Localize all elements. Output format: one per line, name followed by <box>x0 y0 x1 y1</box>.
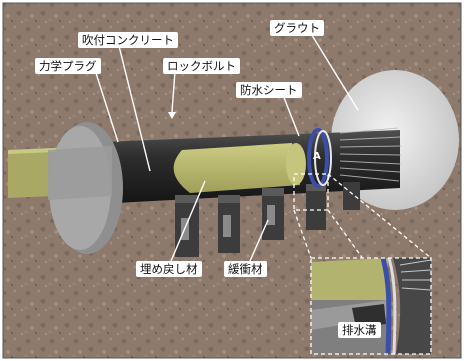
label-buffer: 緩衝材 <box>224 261 267 277</box>
label-backfill: 埋め戻し材 <box>136 261 202 277</box>
label-rock-bolt: ロックボルト <box>163 58 240 74</box>
label-waterproof-sheet: 防水シート <box>236 82 302 98</box>
waterproof-sheet-ring <box>307 128 329 188</box>
backfill-body <box>173 143 300 193</box>
buffer-slabs <box>175 182 360 257</box>
detail-callout-box <box>293 173 329 211</box>
tube-end-fibers <box>339 127 402 182</box>
label-grout: グラウト <box>270 20 324 36</box>
leader-lines <box>94 31 359 262</box>
detail-marker-a: A <box>313 151 321 162</box>
label-mechanical-plug: 力学プラグ <box>35 58 101 74</box>
drainage-detail-inset <box>310 257 432 355</box>
label-shotcrete: 吹付コンクリート <box>78 32 178 48</box>
label-drainage-groove: 排水溝 <box>338 322 381 338</box>
